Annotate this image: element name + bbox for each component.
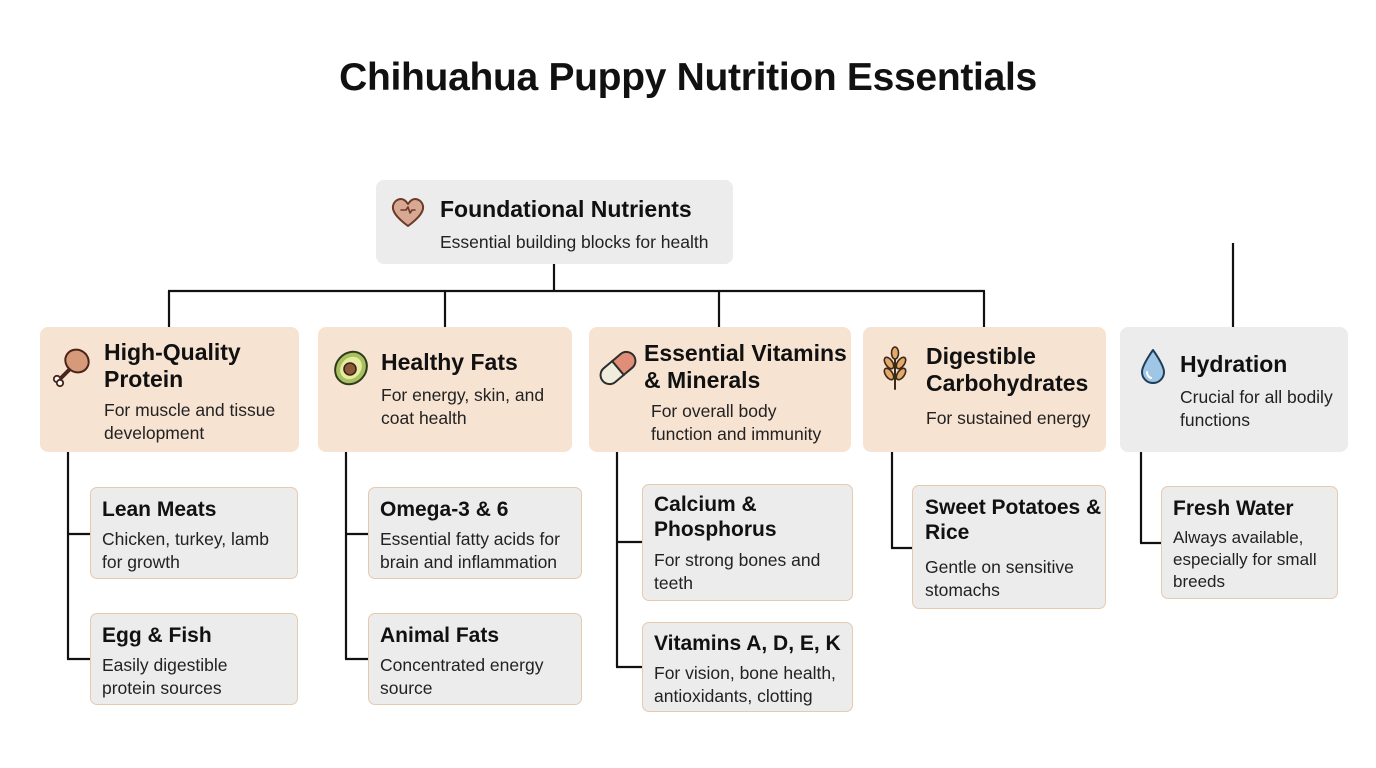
leaf-desc: Essential fatty acids for brain and infl…	[380, 529, 560, 572]
category-hydration: Hydration Crucial for all bodily functio…	[1120, 327, 1348, 452]
leaf-desc: Chicken, turkey, lamb for growth	[102, 529, 269, 572]
category-fats: Healthy Fats For energy, skin, and coat …	[318, 327, 572, 452]
leaf-title: Omega-3 & 6	[380, 498, 509, 521]
category-desc: For energy, skin, and coat health	[381, 385, 545, 428]
leaf-title: Calcium & Phosphorus	[654, 493, 777, 541]
drumstick-icon	[52, 348, 90, 388]
category-protein: High-Quality Protein For muscle and tiss…	[40, 327, 299, 452]
page-title: Chihuahua Puppy Nutrition Essentials	[339, 56, 1037, 99]
category-desc: For overall body function and immunity	[651, 401, 822, 444]
leaf-title: Egg & Fish	[102, 624, 212, 647]
leaf-desc: For strong bones and teeth	[654, 550, 821, 593]
leaf-animal-fats: Animal Fats Concentrated energy source	[368, 613, 582, 705]
leaf-title: Sweet Potatoes & Rice	[925, 496, 1102, 544]
leaf-desc: For vision, bone health, antioxidants, c…	[654, 663, 836, 706]
root-desc: Essential building blocks for health	[440, 232, 709, 252]
leaf-title: Vitamins A, D, E, K	[654, 632, 841, 655]
category-desc: For sustained energy	[926, 408, 1091, 428]
leaf-fresh-water: Fresh Water Always available, especially…	[1161, 486, 1338, 599]
leaf-title: Lean Meats	[102, 498, 217, 521]
leaf-lean-meats: Lean Meats Chicken, turkey, lamb for gro…	[90, 487, 298, 579]
category-desc: For muscle and tissue development	[104, 400, 276, 443]
water-drop-icon	[1141, 349, 1165, 384]
heart-icon	[391, 198, 425, 227]
leaf-omega: Omega-3 & 6 Essential fatty acids for br…	[368, 487, 582, 579]
leaf-egg-fish: Egg & Fish Easily digestible protein sou…	[90, 613, 298, 705]
leaf-desc: Concentrated energy source	[380, 655, 544, 698]
leaf-desc: Gentle on sensitive stomachs	[925, 557, 1074, 600]
pill-icon	[599, 350, 637, 386]
leaf-sweet-potatoes: Sweet Potatoes & Rice Gentle on sensitiv…	[912, 485, 1106, 609]
wheat-icon	[883, 346, 907, 390]
category-title: Essential Vitamins & Minerals	[644, 340, 847, 394]
category-title: Digestible Carbohydrates	[926, 343, 1089, 397]
avocado-icon	[334, 350, 368, 386]
category-vitamins: Essential Vitamins & Minerals For overal…	[589, 327, 851, 452]
category-title: High-Quality Protein	[104, 339, 241, 393]
leaf-calcium: Calcium & Phosphorus For strong bones an…	[642, 484, 853, 601]
leaf-title: Fresh Water	[1173, 497, 1294, 520]
root-title: Foundational Nutrients	[440, 196, 692, 222]
leaf-vitamins-adek: Vitamins A, D, E, K For vision, bone hea…	[642, 622, 853, 712]
leaf-desc: Easily digestible protein sources	[102, 655, 228, 698]
leaf-title: Animal Fats	[380, 624, 500, 647]
root-node: Foundational Nutrients Essential buildin…	[376, 180, 733, 264]
category-title: Hydration	[1180, 351, 1288, 377]
leaf-desc: Always available, especially for small b…	[1173, 528, 1317, 592]
category-title: Healthy Fats	[381, 349, 518, 375]
category-carbs: Digestible Carbohydrates For sustained e…	[863, 327, 1106, 452]
category-desc: Crucial for all bodily functions	[1180, 387, 1333, 430]
